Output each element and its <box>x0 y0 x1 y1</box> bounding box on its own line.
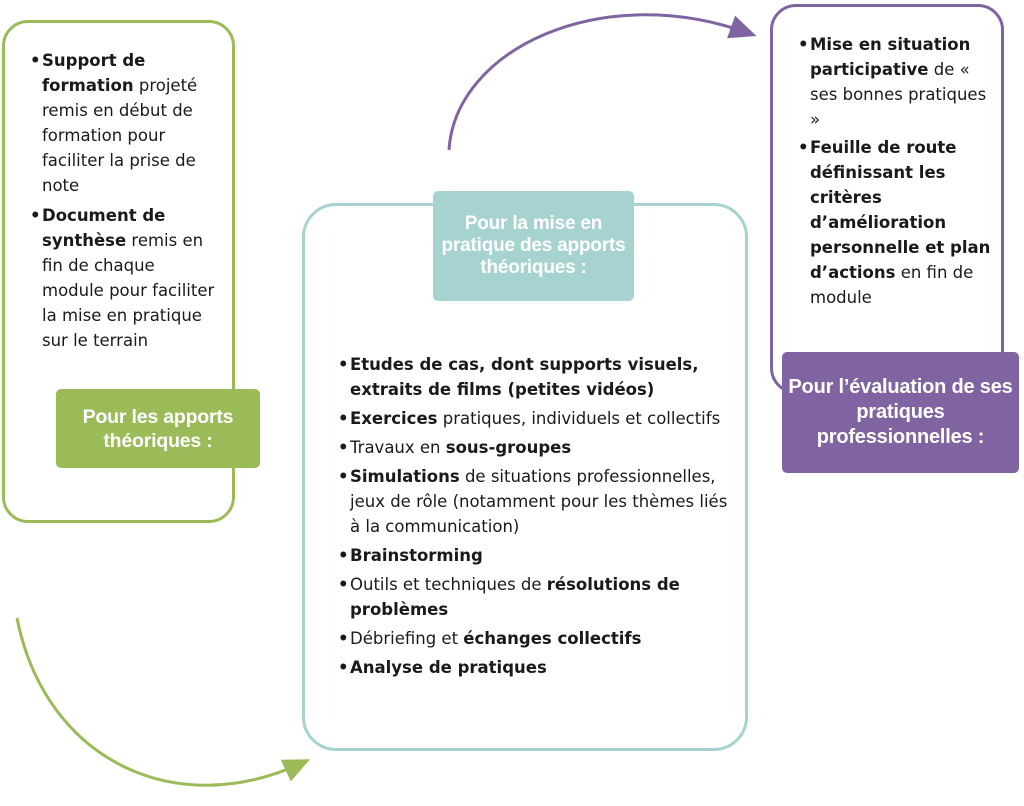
apports-theoriques-list: Support de formation projeté remis en dé… <box>30 48 220 358</box>
apports-theoriques-label: Pour les apports théoriques : <box>56 389 260 468</box>
list-item: Exercices pratiques, individuels et coll… <box>338 406 733 431</box>
list-item: Simulations de situations professionnell… <box>338 464 733 539</box>
purple-arrow <box>447 13 757 151</box>
list-item: Débriefing et échanges collectifs <box>338 626 733 651</box>
green-arrow <box>15 617 311 787</box>
list-item: Outils et techniques de résolutions de p… <box>338 572 733 622</box>
list-item: Brainstorming <box>338 543 733 568</box>
list-item: Etudes de cas, dont supports visuels, ex… <box>338 352 733 402</box>
list-item: Document de synthèse remis en fin de cha… <box>30 203 220 353</box>
list-item: Analyse de pratiques <box>338 655 733 680</box>
list-item: Feuille de route définissant les critère… <box>798 135 994 310</box>
mise-en-pratique-label: Pour la mise en pratique des apports thé… <box>433 191 634 301</box>
mise-en-pratique-list: Etudes de cas, dont supports visuels, ex… <box>338 352 733 684</box>
evaluation-pratiques-list: Mise en situation participative de « ses… <box>798 32 994 313</box>
list-item: Mise en situation participative de « ses… <box>798 32 994 132</box>
list-item: Travaux en sous-groupes <box>338 435 733 460</box>
evaluation-pratiques-label: Pour l’évaluation de ses pratiques profe… <box>782 352 1019 473</box>
list-item: Support de formation projeté remis en dé… <box>30 48 220 198</box>
